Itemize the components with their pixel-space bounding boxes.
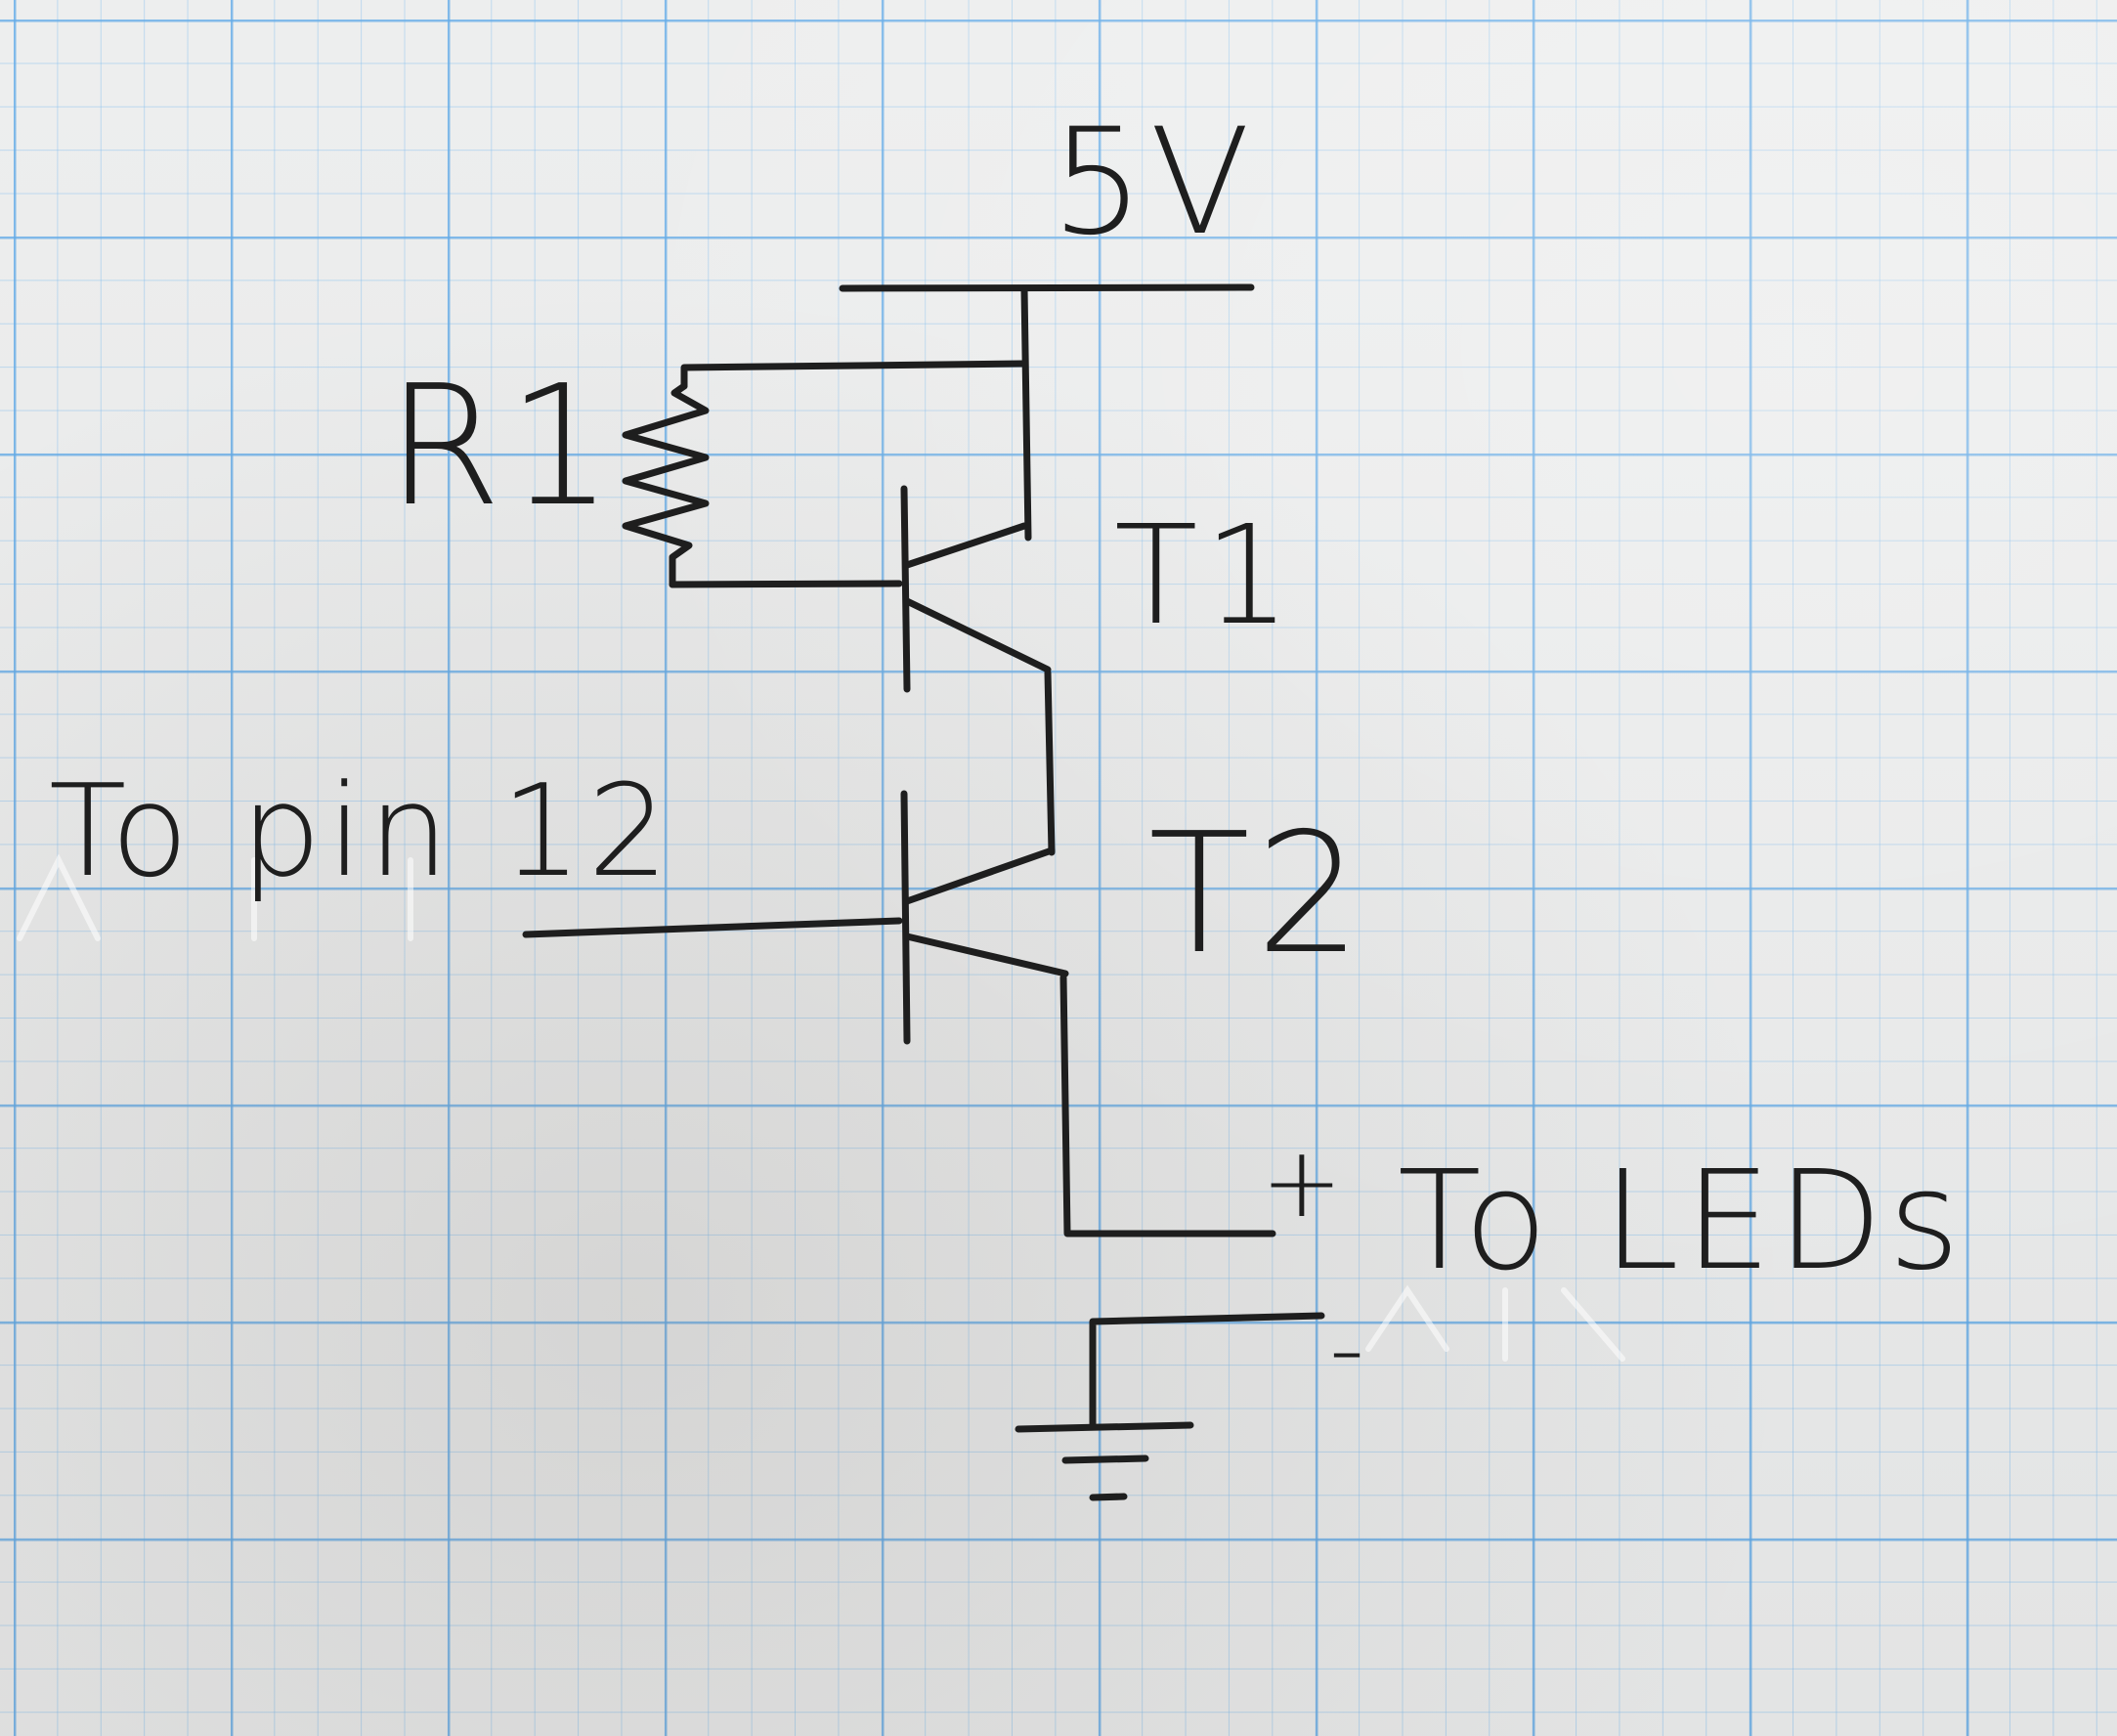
ground-symbol-icon xyxy=(1015,1421,1194,1501)
led-minus-to-ground-wire xyxy=(1089,1312,1325,1431)
resistor-r1-label: R1 xyxy=(386,350,620,543)
transistor-t1-label: T1 xyxy=(1114,497,1297,656)
t1-collector-lead xyxy=(903,522,1028,569)
ghost-embossed-marks xyxy=(17,853,1625,1362)
supply-to-r1-wire xyxy=(680,360,1028,390)
t2-collector-lead xyxy=(903,846,1056,905)
supply-voltage-label: 5V xyxy=(1051,98,1257,268)
r1-to-t1-base-wire xyxy=(669,580,903,588)
t1-base-bar xyxy=(900,485,911,693)
t1-emitter-to-t2-collector-wire xyxy=(1044,669,1056,856)
t2-base-bar xyxy=(900,790,911,1045)
led-plus-sign: + xyxy=(1261,1125,1349,1239)
t2-emitter-lead xyxy=(903,933,1069,977)
supply-to-t1-collector-wire xyxy=(1020,285,1032,542)
t2-emitter-to-led-plus-wire xyxy=(1059,974,1276,1237)
led-minus-sign: - xyxy=(1329,1291,1371,1406)
output-leds-label: To LEDs xyxy=(1398,1142,1966,1301)
pin12-input-wire xyxy=(522,917,903,938)
t1-emitter-lead xyxy=(903,597,1052,673)
supply-rail-line xyxy=(839,283,1255,292)
resistor-zigzag-icon xyxy=(622,382,710,588)
input-pin-label: To pin 12 xyxy=(49,757,674,905)
transistor-t2-label: T2 xyxy=(1148,798,1368,991)
